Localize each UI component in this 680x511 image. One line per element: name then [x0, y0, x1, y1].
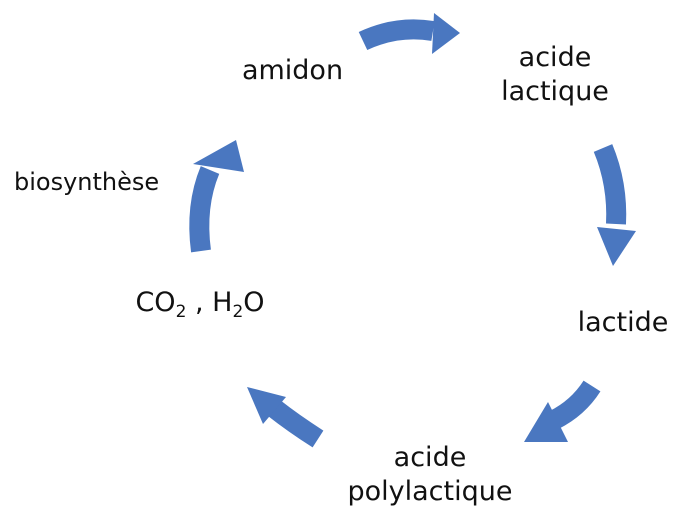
node-acide-lactique: acide lactique: [480, 41, 630, 109]
arrow-shaft: [358, 19, 435, 51]
co2-text: CO: [135, 287, 176, 318]
arrow-head: [247, 387, 286, 424]
separator-h-text: , H: [186, 287, 233, 318]
node-acide-lactique-line2: lactique: [501, 76, 609, 107]
annotation-biosynthese: biosynthèse: [14, 168, 160, 196]
h2o-o-text: O: [243, 287, 265, 318]
arrow-head: [597, 227, 636, 266]
arrow-head: [432, 13, 460, 54]
arrow-acide-polylactique-to-co2-h2o: [247, 387, 324, 448]
node-amidon: amidon: [225, 54, 360, 88]
node-acide-lactique-line1: acide: [518, 42, 592, 73]
node-lactide-label: lactide: [577, 307, 669, 338]
arrow-shaft: [267, 400, 324, 448]
arrow-head: [193, 140, 244, 172]
node-acide-polylactique: acide polylactique: [330, 441, 530, 509]
co2-subscript: 2: [175, 302, 187, 322]
node-acide-polylactique-line2: polylactique: [347, 476, 513, 507]
h2o-subscript: 2: [232, 302, 244, 322]
arrow-shaft: [593, 144, 627, 225]
node-lactide: lactide: [566, 306, 680, 340]
node-co2-h2o: CO2 , H2O: [120, 286, 280, 322]
arrow-shaft: [549, 380, 601, 429]
arrow-co2-h2o-to-amidon: [189, 140, 244, 253]
node-acide-polylactique-line1: acide: [393, 442, 467, 473]
arrow-lactide-to-acide-polylactique: [524, 380, 601, 442]
arrow-amidon-to-acide-lactique: [358, 13, 460, 54]
arrow-acide-lactique-to-lactide: [593, 144, 636, 266]
arrow-shaft: [189, 166, 220, 253]
arrow-head: [524, 402, 568, 442]
node-amidon-label: amidon: [241, 55, 344, 86]
